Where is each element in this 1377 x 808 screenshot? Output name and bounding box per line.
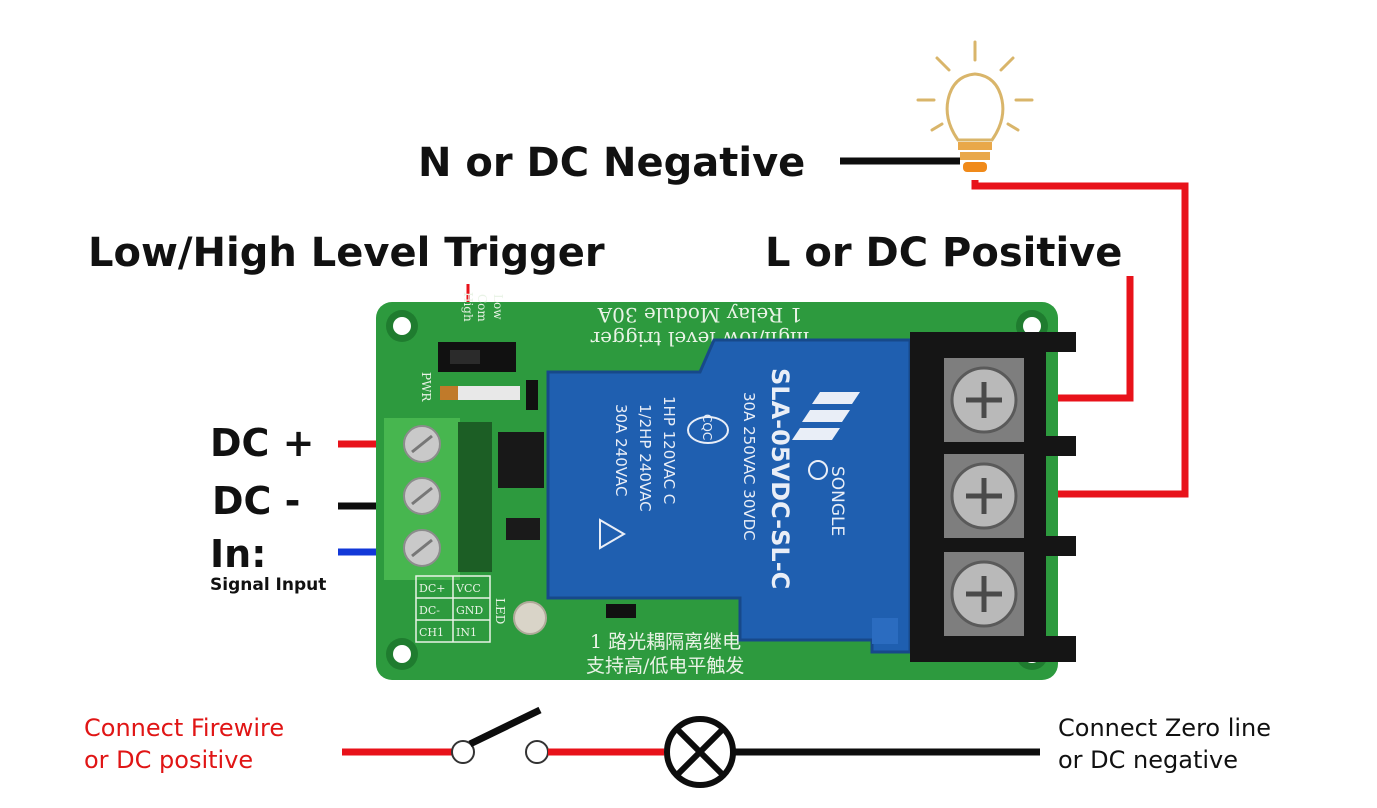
firewire-note: Connect Firewire or DC positive	[84, 712, 284, 776]
songle-logo-icon	[792, 392, 860, 440]
positive-wire	[1048, 276, 1134, 402]
relay-rating1: 30A 250VAC 30VDC	[740, 392, 758, 541]
input-terminal-block[interactable]	[384, 418, 492, 580]
dc-plus-label: DC +	[210, 421, 315, 465]
relay-rating2: 1HP 120VAC C	[660, 396, 678, 504]
board-chinese-line1: 1 路光耦隔离继电	[590, 631, 741, 653]
board-title-line2: 1 Relay Module 30A	[597, 303, 802, 327]
signal-input-label: Signal Input	[210, 575, 327, 595]
zero-line-note-line1: Connect Zero line	[1058, 714, 1272, 742]
relay-model: SLA-05VDC-SL-C	[766, 368, 794, 589]
jumper-low-label: Low	[491, 294, 505, 320]
registered-mark-icon	[808, 460, 828, 480]
zero-line-note-line2: or DC negative	[1058, 746, 1239, 774]
jumper-com-label: Com	[475, 294, 489, 322]
output-terminal-block[interactable]	[910, 332, 1076, 662]
relay-rating3: 1/2HP 240VAC	[636, 404, 654, 512]
zero-line-note: Connect Zero line or DC negative	[1058, 712, 1271, 776]
relay-component: SLA-05VDC-SL-C 30A 250VAC 30VDC SONGLE 1…	[546, 338, 912, 654]
negative-label: N or DC Negative	[418, 140, 806, 186]
status-led	[513, 601, 547, 635]
switch-icon	[468, 706, 542, 748]
firewire-note-line1: Connect Firewire	[84, 714, 285, 742]
pin-dcplus: DC+	[419, 582, 445, 595]
light-bulb-icon	[916, 40, 1034, 172]
trigger-label: Low/High Level Trigger	[88, 230, 605, 276]
schematic-line	[342, 706, 1040, 788]
positive-label: L or DC Positive	[765, 230, 1123, 276]
pin-label-table	[415, 575, 491, 643]
board-chinese-line2: 支持高/低电平触发	[586, 655, 744, 677]
pin-dcminus: DC-	[419, 604, 440, 617]
firewire-note-line2: or DC positive	[84, 746, 254, 774]
bulb-return-wire	[971, 180, 1189, 498]
pwr-label: PWR	[419, 372, 433, 402]
relay-rating4: 30A 240VAC	[612, 404, 630, 497]
pin-gnd: GND	[456, 604, 483, 617]
pin-vcc: VCC	[455, 582, 481, 595]
dc-minus-label: DC -	[212, 479, 301, 523]
lamp-symbol-icon	[664, 716, 736, 788]
jumper-high-label: High	[461, 292, 475, 322]
warning-triangle-icon	[599, 518, 626, 550]
relay-cert: CQC	[700, 414, 714, 440]
relay-brand: SONGLE	[827, 466, 847, 536]
pin-ch1: CH1	[419, 626, 444, 639]
in-label: In:	[210, 532, 267, 576]
led-label: LED	[493, 598, 507, 624]
pin-in1: IN1	[456, 626, 477, 639]
